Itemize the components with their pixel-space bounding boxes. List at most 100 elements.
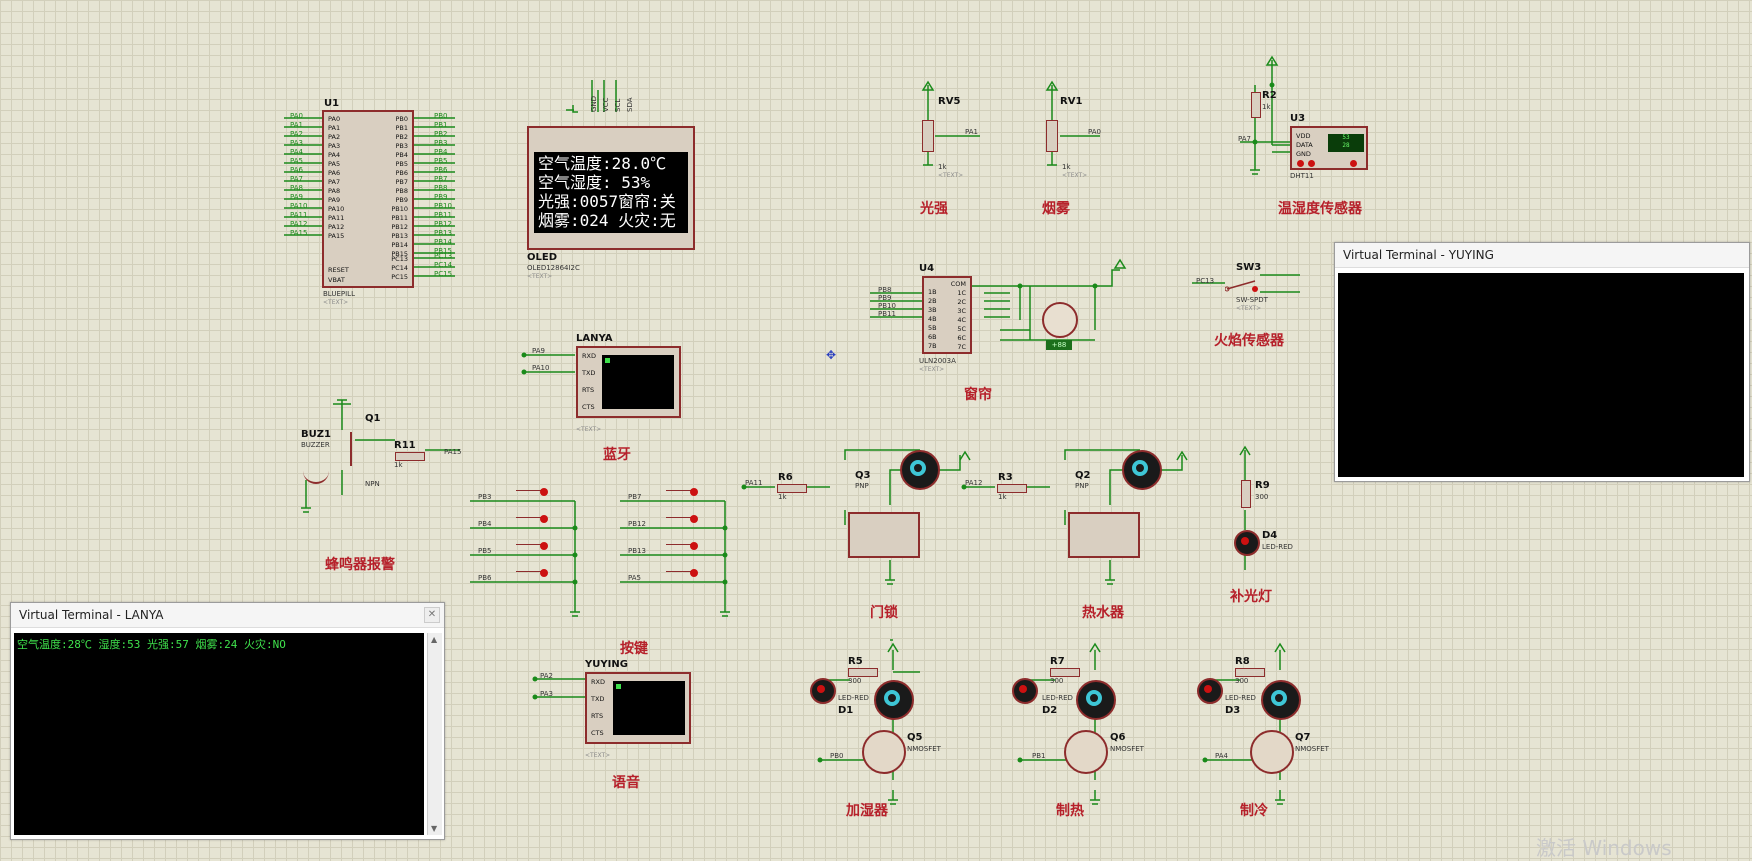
uln-out-4c: 4C bbox=[957, 316, 966, 324]
yuying-text: <TEXT> bbox=[585, 752, 611, 759]
scroll-up-icon[interactable]: ▲ bbox=[431, 635, 438, 644]
push-button-pa5[interactable] bbox=[666, 571, 692, 580]
oled-pin-gnd: GND bbox=[590, 95, 598, 112]
close-icon[interactable]: ✕ bbox=[424, 607, 440, 623]
uln-out-2c: 2C bbox=[957, 298, 966, 306]
dht-ref: U3 bbox=[1290, 113, 1306, 124]
heater-fan-icon[interactable] bbox=[1122, 450, 1162, 490]
yuying-ref: YUYING bbox=[585, 659, 628, 670]
humid-fan-icon[interactable] bbox=[874, 680, 914, 720]
yuying-frame[interactable]: RXD TXD RTS CTS bbox=[585, 672, 691, 744]
mcu-pin-pa4: PA4 bbox=[328, 151, 341, 159]
uln-in-3b: 3B bbox=[928, 306, 937, 314]
mcu-net-pa9: PA9 bbox=[290, 193, 304, 201]
light-d-part: LED-RED bbox=[1262, 543, 1293, 551]
mcu-pin-pa9: PA9 bbox=[328, 196, 341, 204]
sw3-toggle[interactable] bbox=[1224, 278, 1259, 292]
terminal-lanya-window[interactable]: Virtual Terminal - LANYA ✕ 空气温度:28℃ 湿度:5… bbox=[10, 602, 445, 840]
lanya-net-1: PA9 bbox=[532, 347, 546, 355]
button-net-pb13: PB13 bbox=[628, 547, 646, 555]
mcu-net-pb0: PB0 bbox=[434, 112, 448, 120]
terminal-yuying-window[interactable]: Virtual Terminal - YUYING bbox=[1334, 242, 1750, 482]
transistor-q1-icon[interactable] bbox=[350, 432, 358, 466]
light-resistor[interactable] bbox=[1241, 480, 1251, 508]
mcu-net-pa6: PA6 bbox=[290, 166, 304, 174]
lanya-pin-rxd: RXD bbox=[582, 352, 596, 360]
heat-fan-icon[interactable] bbox=[1076, 680, 1116, 720]
uln-net-pb9: PB9 bbox=[878, 294, 892, 302]
heat-q-ref: Q6 bbox=[1110, 732, 1126, 743]
mcu-net-pb11: PB11 bbox=[434, 211, 452, 219]
mcu-pin-pb6: PB6 bbox=[395, 169, 408, 177]
led-d4-icon[interactable] bbox=[1234, 530, 1260, 556]
nmosfet-q6-icon[interactable] bbox=[1064, 730, 1108, 774]
terminal-lanya-scrollbar[interactable]: ▲ ▼ bbox=[427, 633, 442, 835]
mcu-pin-pb13: PB13 bbox=[391, 232, 408, 240]
button-cap-icon bbox=[690, 515, 698, 523]
dht-resistor[interactable] bbox=[1251, 92, 1261, 118]
uln-text: <TEXT> bbox=[919, 366, 945, 373]
push-button-pb4[interactable] bbox=[516, 517, 542, 526]
terminal-yuying-screen[interactable] bbox=[1338, 273, 1744, 477]
led-d3-icon[interactable] bbox=[1197, 678, 1223, 704]
door-resistor[interactable] bbox=[777, 484, 807, 493]
door-fan-icon[interactable] bbox=[900, 450, 940, 490]
oled-frame[interactable]: 空气温度:28.0℃ 空气湿度: 53% 光强:0057窗帘:关 烟雾:024 … bbox=[527, 126, 695, 250]
mcu-net-pb15: PB15 bbox=[434, 247, 452, 255]
dht-body[interactable]: VDD DATA GND 53 28 bbox=[1290, 126, 1368, 170]
buzzer-q-type: NPN bbox=[365, 480, 380, 488]
mcu-net-pc15: PC15 bbox=[434, 270, 453, 278]
rv1-body[interactable] bbox=[1046, 120, 1058, 152]
button-net-pb6: PB6 bbox=[478, 574, 492, 582]
led-d1-icon[interactable] bbox=[810, 678, 836, 704]
uln-in-6b: 6B bbox=[928, 333, 937, 341]
dht-button-3[interactable] bbox=[1350, 160, 1357, 167]
heater-relay[interactable] bbox=[1068, 512, 1140, 558]
push-button-pb3[interactable] bbox=[516, 490, 542, 499]
rv1-ref: RV1 bbox=[1060, 96, 1083, 107]
buzzer-q-ref: Q1 bbox=[365, 413, 381, 424]
yuying-pin-rxd: RXD bbox=[591, 678, 605, 686]
humid-resistor[interactable] bbox=[848, 668, 878, 677]
led-d2-icon[interactable] bbox=[1012, 678, 1038, 704]
mcu-net-pa3: PA3 bbox=[290, 139, 304, 147]
caption-buzzer-alarm: 蜂鸣器报警 bbox=[325, 557, 395, 573]
uln-part: ULN2003A bbox=[919, 357, 956, 365]
buzzer-resistor[interactable] bbox=[395, 452, 425, 461]
push-button-pb6[interactable] bbox=[516, 571, 542, 580]
push-button-pb5[interactable] bbox=[516, 544, 542, 553]
heater-resistor[interactable] bbox=[997, 484, 1027, 493]
uln-in-1b: 1B bbox=[928, 288, 937, 296]
buzzer-icon[interactable] bbox=[303, 468, 329, 484]
mcu-pin-pb1: PB1 bbox=[395, 124, 408, 132]
terminal-lanya-screen[interactable]: 空气温度:28℃ 湿度:53 光强:57 烟雾:24 火灾:NO bbox=[14, 633, 424, 835]
caption-buttons: 按键 bbox=[620, 641, 648, 657]
terminal-yuying-title[interactable]: Virtual Terminal - YUYING bbox=[1335, 243, 1749, 268]
door-relay[interactable] bbox=[848, 512, 920, 558]
button-cap-icon bbox=[540, 542, 548, 550]
oled-pin-sda: SDA bbox=[626, 97, 634, 113]
dht-button-2[interactable] bbox=[1308, 160, 1315, 167]
push-button-pb7[interactable] bbox=[666, 490, 692, 499]
stepper-motor-icon[interactable] bbox=[1042, 302, 1078, 338]
mcu-net-pb4: PB4 bbox=[434, 148, 448, 156]
dht-button-1[interactable] bbox=[1297, 160, 1304, 167]
scroll-down-icon[interactable]: ▼ bbox=[431, 824, 438, 833]
nmosfet-q7-icon[interactable] bbox=[1250, 730, 1294, 774]
mcu-net-pc13: PC13 bbox=[434, 252, 453, 260]
push-button-pb12[interactable] bbox=[666, 517, 692, 526]
terminal-lanya-title[interactable]: Virtual Terminal - LANYA bbox=[11, 603, 444, 628]
heat-r-val: 300 bbox=[1050, 677, 1064, 685]
rv5-body[interactable] bbox=[922, 120, 934, 152]
cool-fan-icon[interactable] bbox=[1261, 680, 1301, 720]
nmosfet-q5-icon[interactable] bbox=[862, 730, 906, 774]
lanya-frame[interactable]: RXD TXD RTS CTS bbox=[576, 346, 681, 418]
uln-out-com: COM bbox=[950, 280, 966, 288]
push-button-pb13[interactable] bbox=[666, 544, 692, 553]
heat-resistor[interactable] bbox=[1050, 668, 1080, 677]
rv5-val: 1k bbox=[938, 163, 947, 171]
cool-resistor[interactable] bbox=[1235, 668, 1265, 677]
humid-r-ref: R5 bbox=[848, 656, 863, 667]
